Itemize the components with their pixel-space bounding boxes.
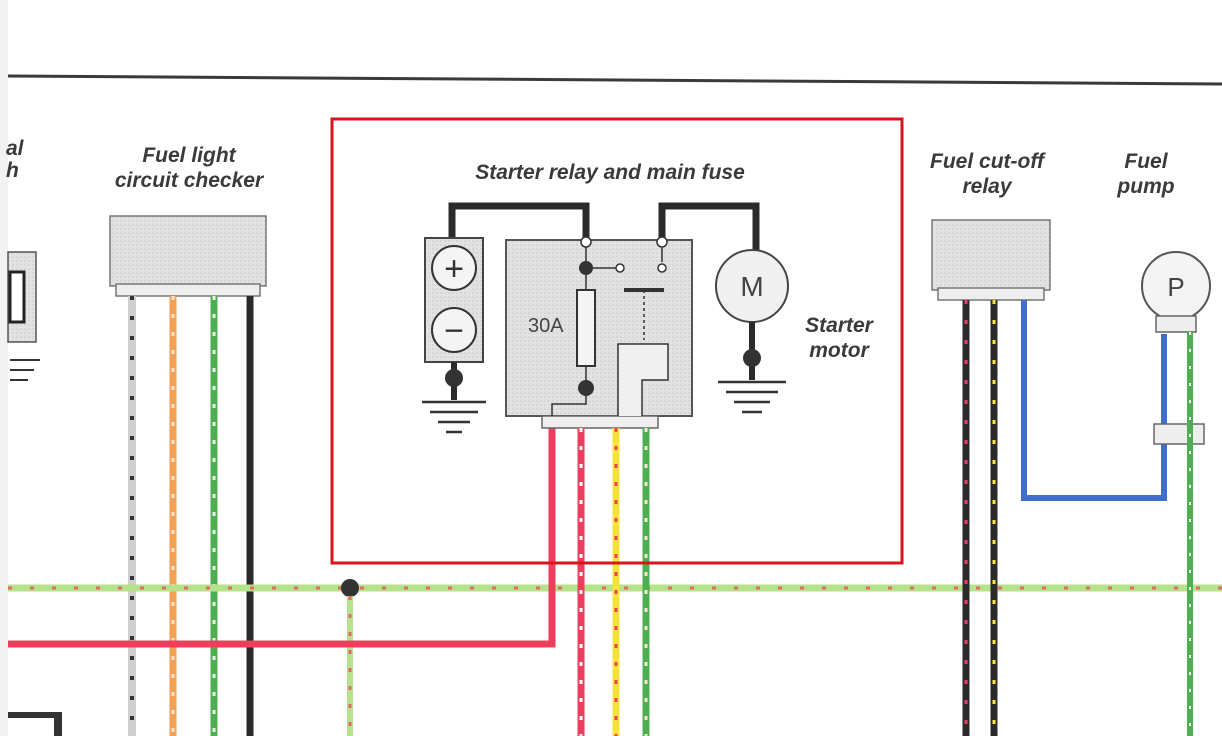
page-edge <box>0 0 8 736</box>
fuel-light-checker-label: Fuel light circuit checker <box>114 144 264 192</box>
partial-switch-label: al h <box>6 137 24 182</box>
motor-symbol: M <box>740 271 763 302</box>
fuel-cutoff-relay-label: Fuel cut-off relay <box>930 150 1044 198</box>
relay-bottom-wires <box>577 428 650 736</box>
pump-symbol: P <box>1167 272 1184 302</box>
page-rule-line <box>7 74 1222 86</box>
starter-motor-label: Starter motor <box>805 314 873 362</box>
partial-switch <box>7 251 62 736</box>
fuel-pump <box>1141 251 1211 736</box>
starter-relay-group <box>422 202 789 434</box>
highlight-box <box>330 117 904 565</box>
fuel-light-circuit-checker <box>109 215 267 297</box>
battery-plus-symbol: + <box>444 250 464 288</box>
fuel-cutoff-relay <box>931 219 1167 736</box>
fuel-pump-label: Fuel pump <box>1117 150 1175 198</box>
fuse-rating-label: 30A <box>528 315 564 337</box>
checker-wires <box>128 296 254 736</box>
starter-relay-title: Starter relay and main fuse <box>475 161 745 184</box>
battery-minus-symbol: − <box>444 312 464 350</box>
